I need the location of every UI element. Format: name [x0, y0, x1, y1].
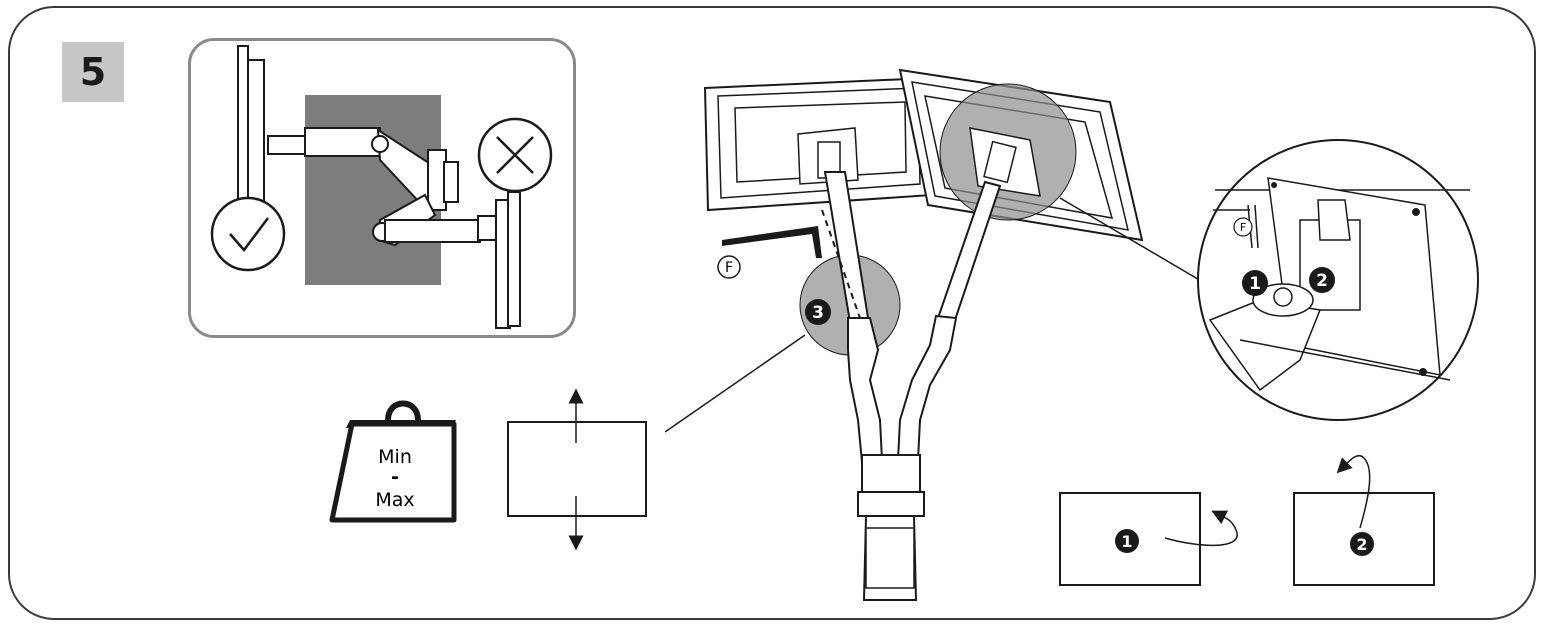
rotate-arrow-icon-2 [1336, 454, 1371, 529]
step-number: 5 [79, 50, 107, 94]
tool-label-f-text: F [725, 260, 733, 276]
tension-adjust-box [507, 388, 647, 551]
callout-3: 3 [805, 299, 831, 325]
callout-3-text: 3 [812, 303, 824, 323]
rotation-box-2-text: 2 [1356, 535, 1367, 554]
detail-tool-label-f-text: F [1240, 221, 1246, 234]
detail-tool-label-f: F [1233, 217, 1253, 237]
detail-magnifier [1059, 139, 1479, 421]
tool-label-f: F [717, 255, 741, 279]
weight-min-text: Min [378, 446, 412, 468]
rotation-box-1-text: 1 [1121, 532, 1132, 551]
dual-arm-illustration [664, 68, 1144, 601]
detail-callout-1: 1 [1242, 270, 1268, 296]
inset-illustration [210, 45, 553, 329]
rotate-arrow-icon-1 [1164, 510, 1238, 547]
cross-icon [477, 117, 553, 193]
rotation-box-1: 1 [1059, 492, 1238, 586]
instruction-frame [8, 6, 1536, 620]
detail-callout-2-text: 2 [1316, 271, 1328, 291]
rotation-box-2: 2 [1293, 454, 1435, 586]
weight-dash-text: - [391, 466, 399, 488]
weight-icon: Min - Max [329, 400, 457, 523]
monitor-side-left [237, 45, 249, 217]
check-icon [210, 196, 286, 272]
weight-max-text: Max [375, 489, 414, 511]
detail-callout-2: 2 [1309, 267, 1335, 293]
detail-callout-1-text: 1 [1249, 274, 1261, 294]
hex-key [722, 226, 822, 258]
step-number-badge: 5 [62, 42, 124, 102]
